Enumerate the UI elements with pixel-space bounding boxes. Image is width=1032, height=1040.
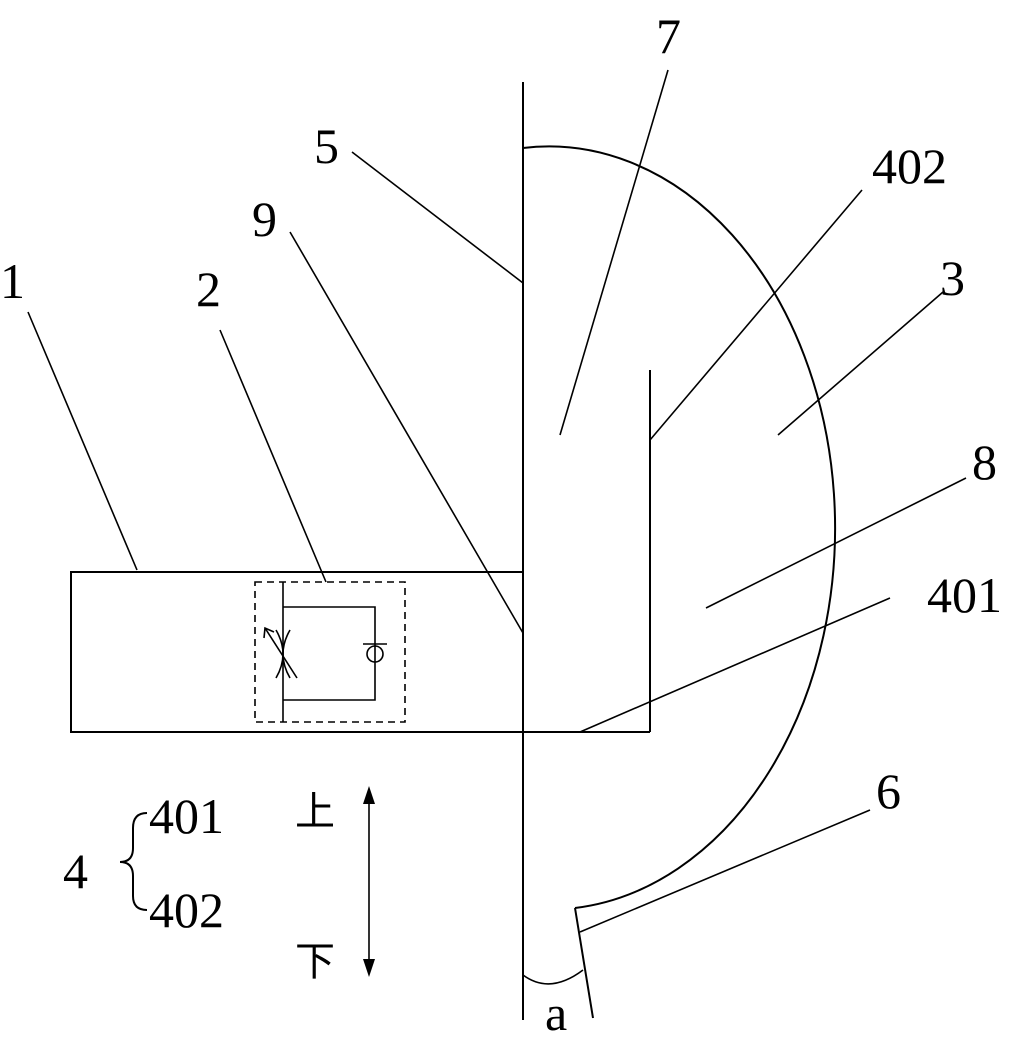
valve-2-loop: [283, 606, 376, 701]
throttle-right-icon: [282, 629, 291, 679]
leader-9: [289, 231, 524, 634]
throttle-adjust-arrow-icon: [264, 627, 298, 679]
label-3: 3: [940, 250, 965, 306]
label-8: 8: [972, 434, 997, 490]
valve-2-box: [254, 581, 406, 723]
label-7: 7: [656, 8, 681, 64]
label-9: 9: [252, 191, 277, 247]
leader-3: [777, 291, 944, 436]
legend-down: 下: [295, 939, 335, 985]
legend-up: 上: [295, 789, 335, 835]
up-arrow-icon: [363, 786, 375, 804]
label-402: 402: [872, 138, 947, 194]
outlet-6-line: [574, 907, 594, 1019]
leader-2: [219, 329, 327, 583]
down-arrow-icon: [363, 959, 375, 977]
label-1: 1: [0, 253, 25, 309]
arc-3: [522, 145, 837, 909]
angle-a-arc: [522, 969, 584, 985]
legend-group-4: 4: [63, 843, 88, 899]
label-401: 401: [927, 567, 1002, 623]
leader-1: [27, 311, 138, 571]
group-4-brace-icon: [119, 812, 148, 911]
label-angle-a: a: [545, 985, 567, 1040]
label-5: 5: [314, 118, 339, 174]
leader-8: [705, 477, 967, 609]
check-valve-ball-icon: [366, 645, 384, 663]
throttle-arrow-head-icon: [263, 626, 275, 639]
label-6: 6: [876, 763, 901, 819]
leader-7: [559, 69, 669, 436]
label-2: 2: [196, 261, 221, 317]
leader-5: [351, 151, 524, 284]
body-1-rect: [70, 571, 524, 733]
leader-401: [579, 597, 891, 733]
leader-6: [579, 809, 871, 933]
legend-401: 401: [149, 788, 224, 844]
leader-402: [649, 189, 863, 441]
legend-402: 402: [149, 882, 224, 938]
